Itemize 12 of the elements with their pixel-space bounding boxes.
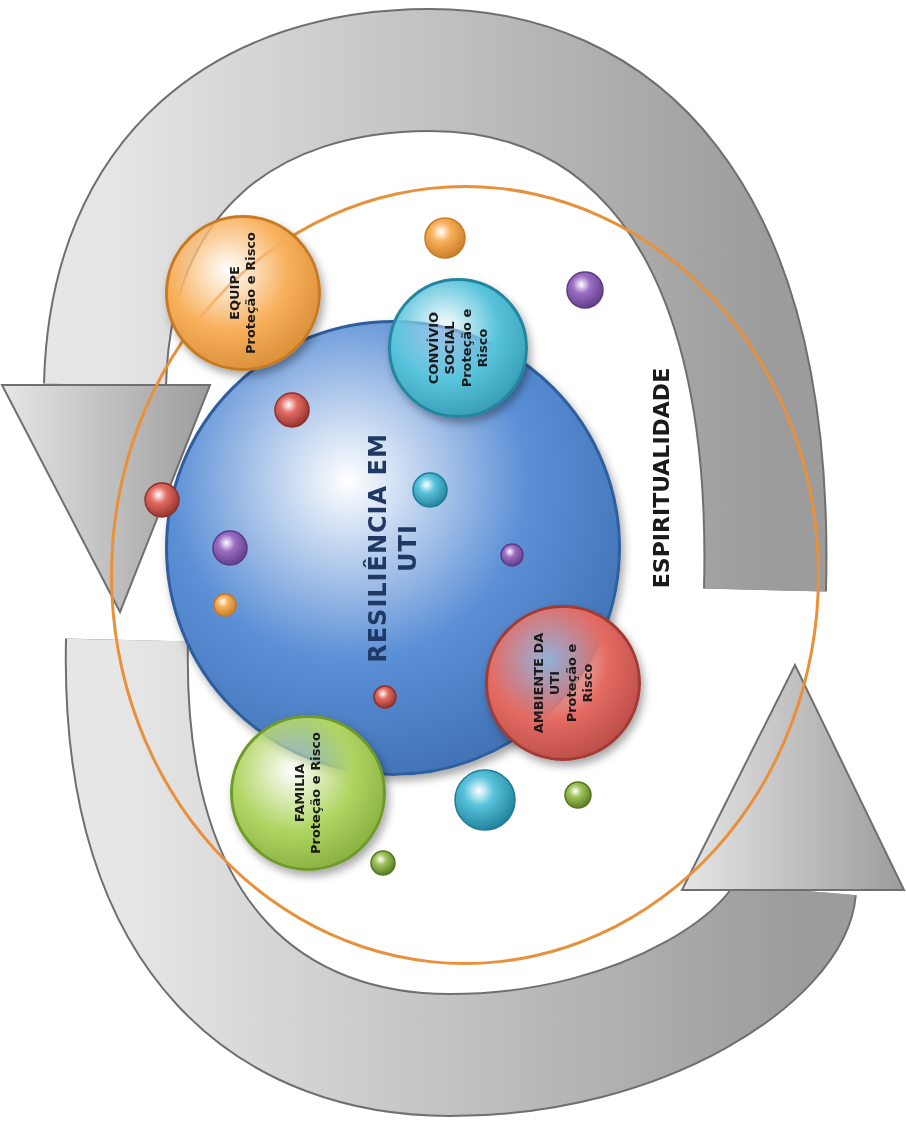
topic-text: Proteção e Risco [563, 642, 596, 725]
topic-heading: FAMILIA [291, 763, 308, 823]
topic-heading: EQUIPE [226, 266, 243, 320]
topic-text: Proteção e Risco [308, 732, 324, 854]
topic-text: Proteção e Risco [458, 307, 491, 390]
topic-circle [230, 715, 386, 871]
topic-heading: CONVÍVIO SOCIAL [425, 310, 458, 387]
ring [110, 185, 820, 965]
topic-heading: AMBIENTE DA UTI [530, 631, 563, 736]
center-title: RESILIÊNCIA EM UTI [363, 432, 423, 665]
ring-label: ESPIRITUALIDADE [648, 367, 674, 589]
topic-text: Proteção e Risco [243, 232, 259, 354]
